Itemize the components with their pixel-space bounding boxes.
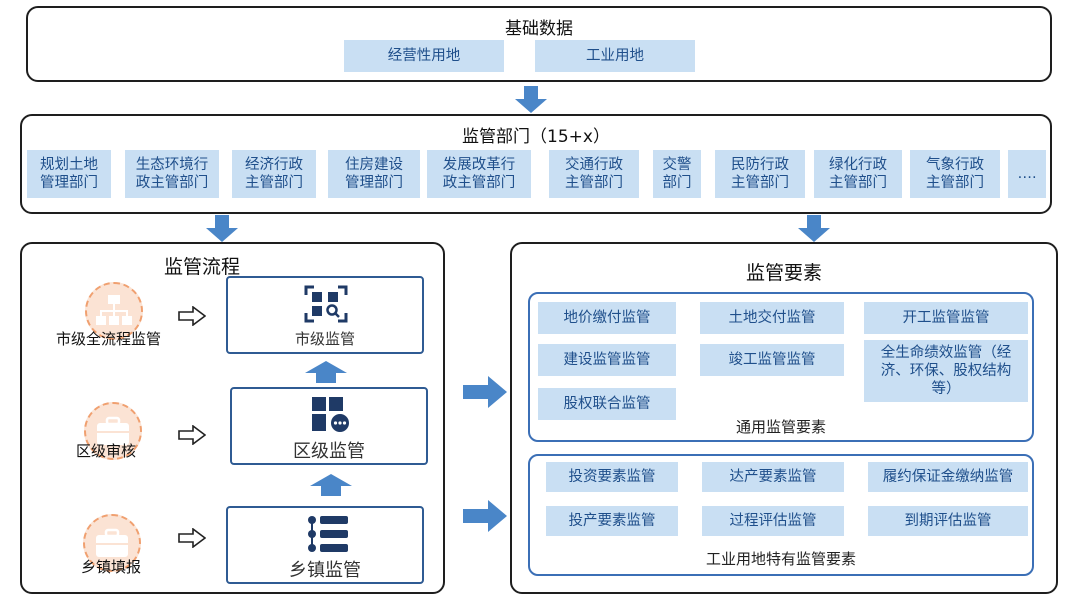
up-arrow-icon	[310, 474, 352, 496]
elements-panel: 监管要素 地价缴付监管 土地交付监管 开工监管监管 建设监管监管 竣工监管监管 …	[510, 242, 1058, 594]
briefcase-icon	[84, 402, 142, 460]
industrial-elements-caption: 工业用地特有监管要素	[705, 550, 856, 568]
departments-panel: 监管部门（15+x） 规划土地管理部门 生态环境行政主管部门 经济行政主管部门 …	[20, 114, 1052, 214]
element-production-start[interactable]: 投产要素监管	[546, 506, 678, 536]
element-lifecycle-performance[interactable]: 全生命绩效监管（经济、环保、股权结构等）	[864, 340, 1028, 402]
dept-ecology-environment[interactable]: 生态环境行政主管部门	[125, 150, 219, 198]
down-arrow-icon	[515, 86, 547, 113]
elements-title: 监管要素	[745, 262, 822, 284]
departments-title: 监管部门（15+x）	[462, 127, 610, 147]
element-expiry-evaluation[interactable]: 到期评估监管	[868, 506, 1028, 536]
basic-data-panel: 基础数据 经营性用地 工业用地	[26, 6, 1052, 82]
dept-planning-land[interactable]: 规划土地管理部门	[27, 150, 111, 198]
process-title: 监管流程	[164, 256, 241, 278]
right-arrow-icon	[463, 500, 507, 532]
dept-housing-construction[interactable]: 住房建设管理部门	[328, 150, 420, 198]
hollow-right-arrow-icon	[178, 528, 206, 548]
element-process-evaluation[interactable]: 过程评估监管	[702, 506, 844, 536]
dept-more[interactable]: ….	[1008, 150, 1046, 198]
down-arrow-icon	[798, 215, 830, 242]
qr-scan-icon	[304, 285, 348, 323]
dept-meteorology[interactable]: 气象行政主管部门	[910, 150, 1000, 198]
building-chat-icon	[312, 397, 351, 434]
dept-development-reform[interactable]: 发展改革行政主管部门	[427, 150, 531, 198]
hollow-right-arrow-icon	[178, 425, 206, 445]
role-label-city: 市级全流程监管	[56, 330, 162, 348]
element-investment[interactable]: 投资要素监管	[546, 462, 678, 492]
dept-transport[interactable]: 交通行政主管部门	[549, 150, 639, 198]
level-label-town: 乡镇监管	[289, 560, 361, 581]
element-production-target[interactable]: 达产要素监管	[702, 462, 844, 492]
industrial-elements-group: 投资要素监管 达产要素监管 履约保证金缴纳监管 投产要素监管 过程评估监管 到期…	[528, 454, 1034, 576]
general-elements-group: 地价缴付监管 土地交付监管 开工监管监管 建设监管监管 竣工监管监管 全生命绩效…	[528, 292, 1034, 442]
element-equity-joint[interactable]: 股权联合监管	[538, 388, 676, 420]
dept-civil-defense[interactable]: 民防行政主管部门	[715, 150, 805, 198]
element-construction[interactable]: 建设监管监管	[538, 344, 676, 376]
level-box-city[interactable]: 市级监管	[226, 276, 424, 354]
basic-data-title: 基础数据	[505, 19, 573, 39]
level-box-district[interactable]: 区级监管	[230, 387, 428, 465]
element-construction-start[interactable]: 开工监管监管	[864, 302, 1028, 334]
down-arrow-icon	[206, 215, 238, 242]
role-label-district: 区级审核	[76, 442, 137, 460]
briefcase-icon	[83, 514, 141, 572]
hollow-right-arrow-icon	[178, 306, 206, 326]
right-arrow-icon	[463, 376, 507, 408]
level-label-city: 市级监管	[294, 330, 355, 348]
up-arrow-icon	[305, 361, 347, 383]
element-land-delivery[interactable]: 土地交付监管	[700, 302, 844, 334]
level-label-district: 区级监管	[293, 441, 365, 462]
element-completion[interactable]: 竣工监管监管	[700, 344, 844, 376]
dept-traffic-police[interactable]: 交警部门	[653, 150, 701, 198]
element-land-price-payment[interactable]: 地价缴付监管	[538, 302, 676, 334]
general-elements-caption: 通用监管要素	[735, 418, 826, 436]
org-chart-icon	[85, 282, 143, 340]
list-icon	[308, 516, 348, 552]
dept-economy[interactable]: 经济行政主管部门	[232, 150, 316, 198]
dept-greening[interactable]: 绿化行政主管部门	[814, 150, 902, 198]
basic-data-item-industrial-land[interactable]: 工业用地	[535, 40, 695, 72]
process-panel: 监管流程 市级全流程监管 区级审核 乡镇填报	[20, 242, 445, 594]
basic-data-item-commercial-land[interactable]: 经营性用地	[344, 40, 504, 72]
role-label-town: 乡镇填报	[81, 558, 142, 576]
level-box-town[interactable]: 乡镇监管	[226, 506, 424, 584]
element-performance-bond[interactable]: 履约保证金缴纳监管	[868, 462, 1028, 492]
